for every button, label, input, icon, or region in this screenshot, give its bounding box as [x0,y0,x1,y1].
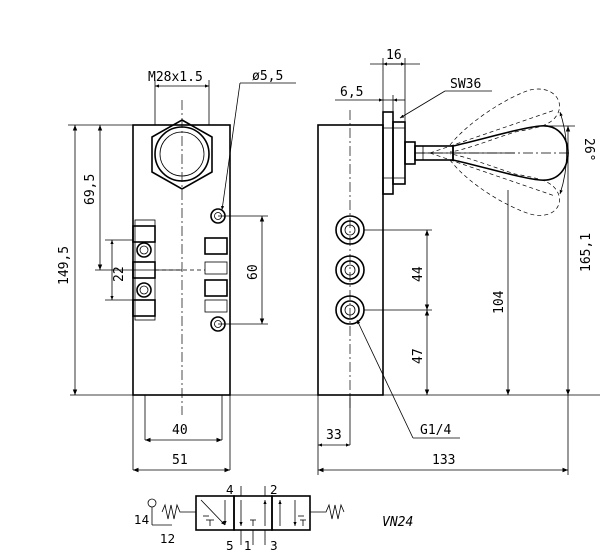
dim-upper-height: 69,5 [83,174,98,205]
side-view: 26° 16 6,5 SW36 165,1 44 47 104 [317,48,596,475]
dim-nut-size: SW36 [450,77,481,92]
dim-port-offset: 33 [326,428,342,443]
thread-hex-nut [151,119,213,190]
nut [382,111,394,195]
dim-hole-diameter: ø5,5 [252,69,283,84]
left-port-block [132,219,156,321]
dim-port-thread: G1/4 [420,423,451,438]
dim-side-height: 165,1 [579,233,594,272]
dim-thread: M28x1.5 [148,70,203,85]
spring-left-icon [161,503,196,520]
front-view: M28x1.5 ø5,5 149,5 69,5 22 60 40 51 [57,69,296,473]
valve-symbol: 4 2 5 1 3 14 12 VN24 [134,483,413,553]
dim-front-height: 149,5 [57,246,72,285]
dim-side-length: 133 [432,453,455,468]
pilot-label-12: 12 [160,532,175,546]
dim-handle-offset: 16 [386,48,402,63]
side-body-outline [317,124,384,396]
port-circle-lower [136,282,152,298]
port-label-5: 5 [226,539,234,553]
dim-hole-spacing: 60 [246,264,261,280]
model-label: VN24 [382,515,413,530]
dim-nut-offset: 6,5 [340,85,363,100]
dim-port-height: 104 [492,290,507,314]
port-circle-upper [136,242,152,258]
lever-assembly: 26° [382,88,596,216]
front-body-outline [132,124,231,396]
dim-lever-angle: 26° [581,138,596,161]
dim-port-pitch: 44 [411,266,426,282]
port-label-3: 3 [270,539,278,553]
pilot-label-14: 14 [134,513,149,527]
right-port-block [155,237,228,313]
dim-port-bottom: 47 [411,348,426,364]
dim-total-width: 51 [172,453,188,468]
dim-port-spacing: 22 [112,266,127,282]
lever-actuator-icon [147,498,157,508]
port-label-2: 2 [270,483,278,497]
port-label-4: 4 [226,483,234,497]
side-ports [335,215,365,325]
dim-inner-width: 40 [172,423,188,438]
spring-right-icon [310,503,345,520]
port-label-1: 1 [244,539,252,553]
